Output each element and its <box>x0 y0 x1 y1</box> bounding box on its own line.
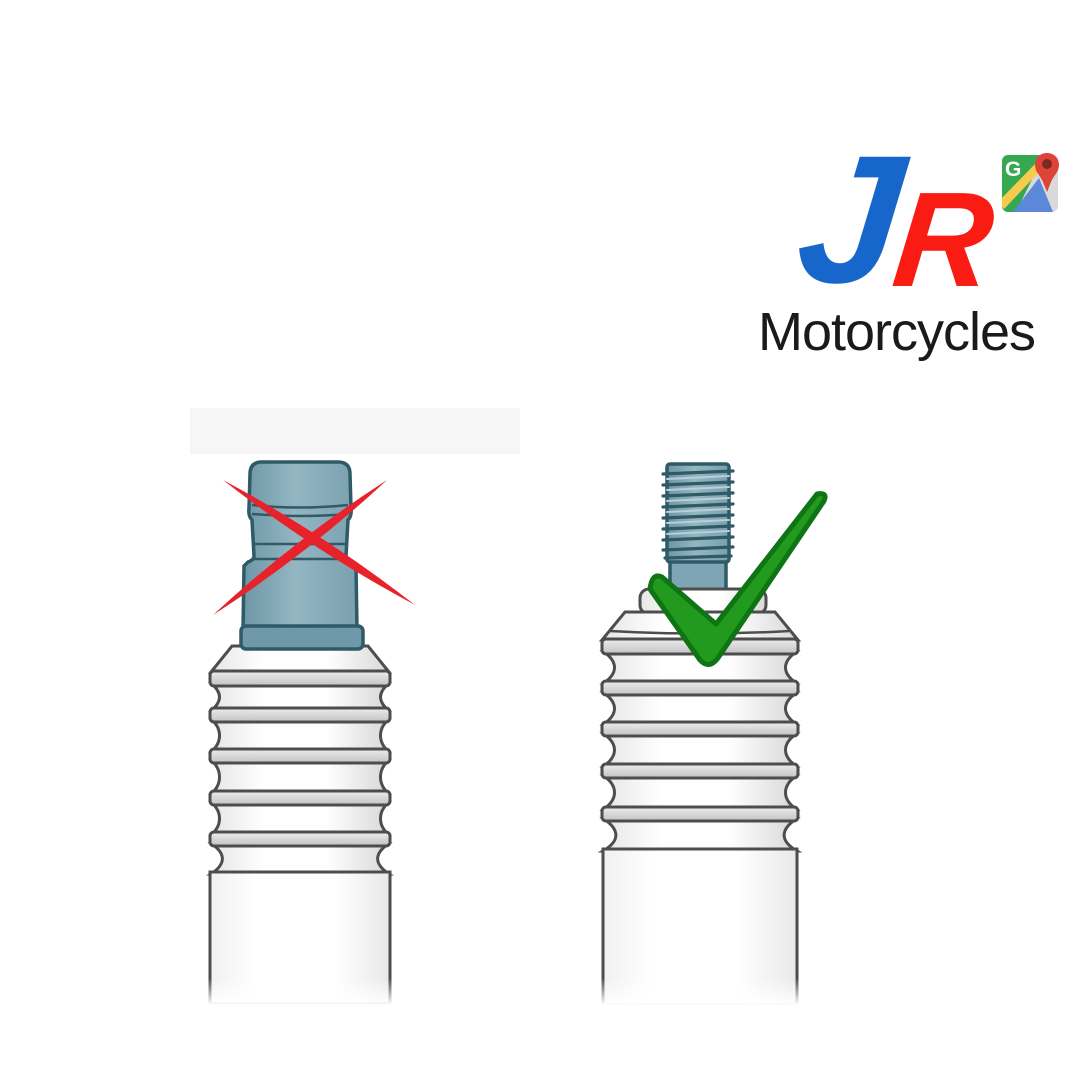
maps-blue-area <box>1013 178 1053 212</box>
left-insulator-ribs <box>198 644 402 1014</box>
threaded-terminal-stud <box>661 462 735 594</box>
google-maps-icon: G <box>1002 153 1059 212</box>
right-insulator-ribs <box>591 587 809 1014</box>
left-spark-plug <box>198 460 415 1014</box>
cross-mark-icon <box>213 480 415 615</box>
maps-g-label: G <box>1005 158 1021 181</box>
right-spark-plug <box>591 462 828 1014</box>
maps-road-stripe <box>1002 163 1042 209</box>
logo-word-motorcycles: Motorcycles <box>758 302 1036 362</box>
map-pin-icon <box>1035 153 1059 192</box>
image-edge-band <box>190 408 520 454</box>
terminal-nut-cap <box>239 460 365 651</box>
brand-logo: J R G Motorcycles <box>0 0 1080 400</box>
logo-letter-r: R <box>887 164 1001 315</box>
check-mark-icon <box>647 491 828 667</box>
